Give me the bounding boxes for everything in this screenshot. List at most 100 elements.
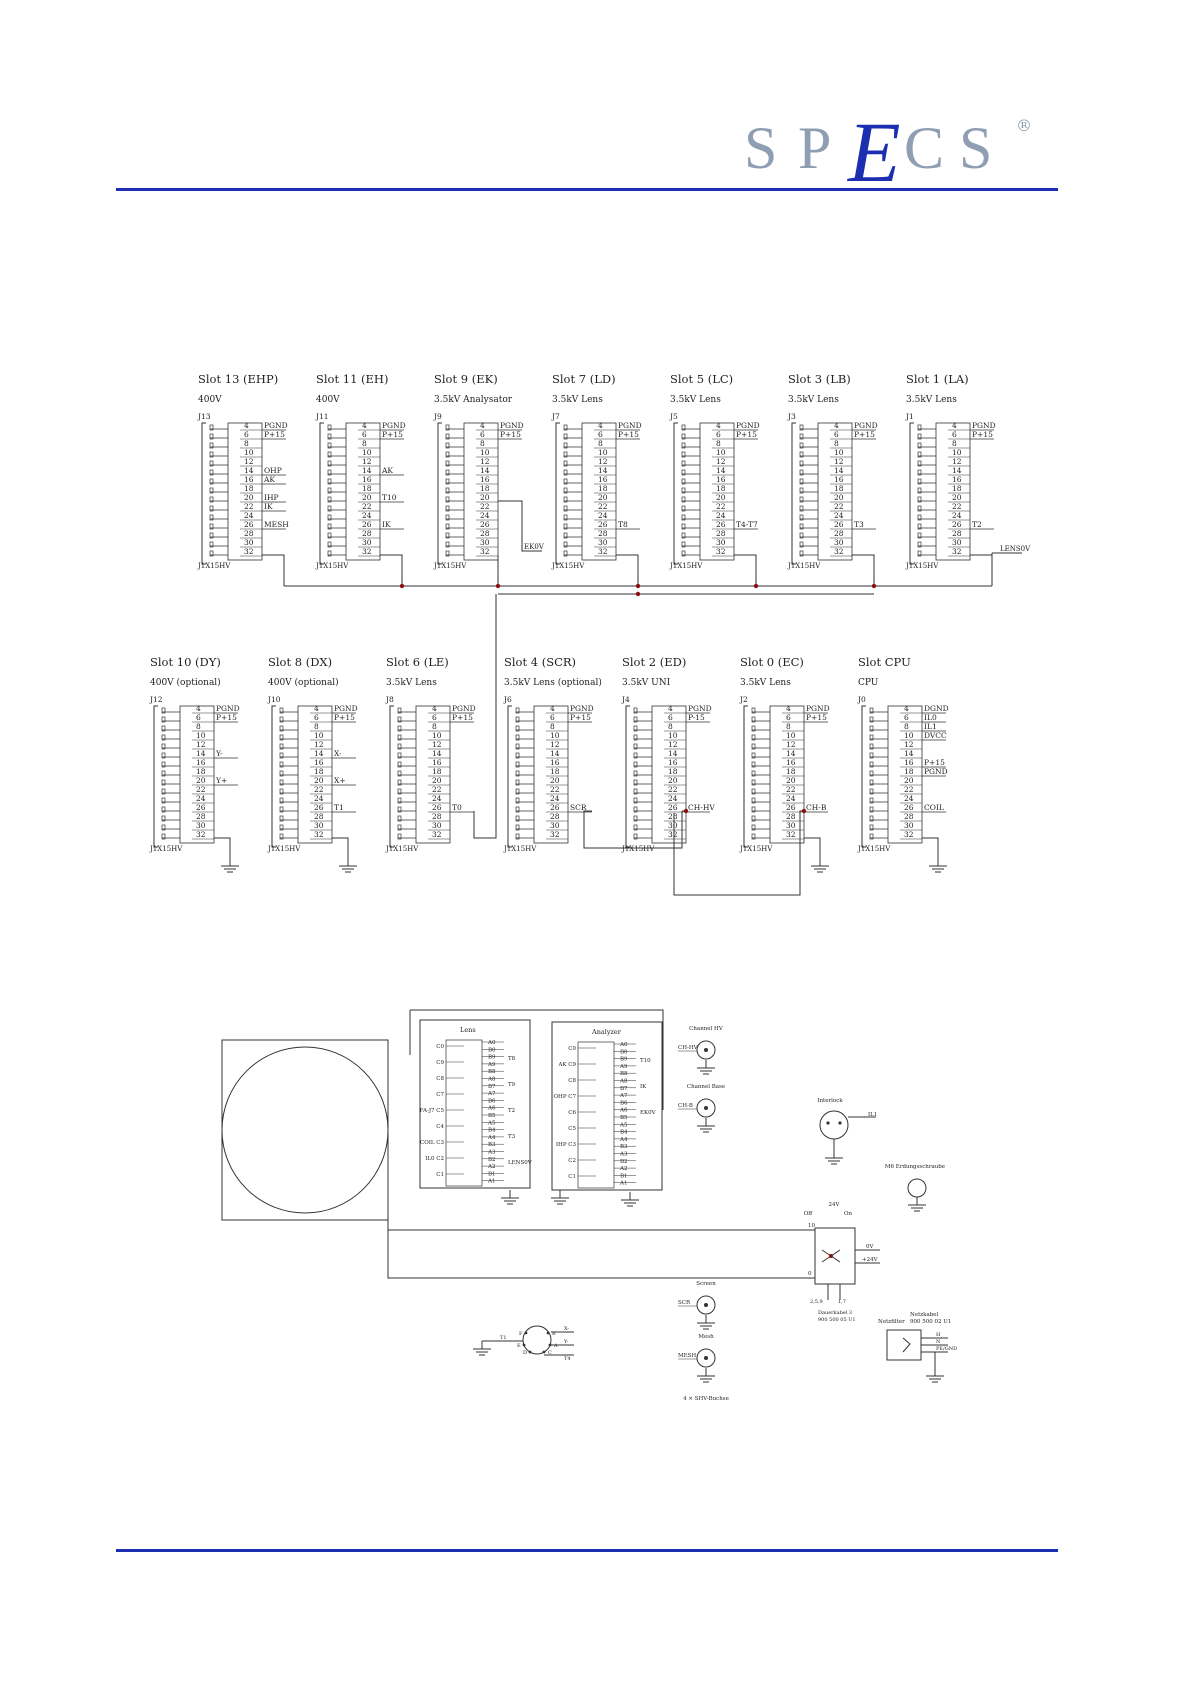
pin-number: 30: [362, 538, 372, 547]
connector-type-label: J1X15HV: [149, 845, 183, 853]
junction-dot: [683, 808, 689, 814]
pin-contact: [445, 487, 450, 494]
pin-contact: [515, 806, 520, 813]
pin-contact: [681, 532, 686, 539]
wire: [473, 594, 497, 839]
wire: [583, 810, 683, 849]
deflector-pin: [542, 1350, 546, 1354]
pin-number: 26: [598, 520, 608, 529]
pin-contact: [917, 541, 922, 548]
pin-number: 8: [786, 722, 791, 731]
connector-type-label: J1X15HV: [621, 845, 655, 853]
pin-contact: [681, 514, 686, 521]
pin-number: 12: [598, 457, 608, 466]
pin-signal-label: SCR: [570, 803, 587, 812]
connector-type-label: J1X15HV: [503, 845, 537, 853]
ground-symbol: [221, 858, 239, 873]
pin-signal-label: OHP: [264, 466, 282, 475]
pin-number: 14: [362, 466, 372, 475]
pin-number: 6: [362, 430, 367, 439]
pin-number: 12: [550, 740, 560, 749]
pin-contact: [751, 707, 756, 714]
pin-contact: [445, 514, 450, 521]
pin-contact: [681, 523, 686, 530]
slot-subtitle: 400V (optional): [150, 677, 221, 688]
pin-column-box: [699, 422, 735, 561]
block-title: Analyzer: [591, 1028, 622, 1036]
pin-column-box: [415, 705, 451, 844]
pin-signal-label: PGND: [334, 704, 358, 713]
pin-number: 26: [716, 520, 726, 529]
pin-contact: [799, 433, 804, 440]
pin-contact: [917, 469, 922, 476]
pin-number: 28: [432, 812, 442, 821]
wire: [902, 1337, 911, 1353]
pin-signal-label: P+15: [452, 713, 473, 722]
pin-number: 12: [432, 740, 442, 749]
pin-number: 8: [904, 722, 909, 731]
shv-footer-label: 4 × SHV-Buchse: [683, 1396, 729, 1402]
pin-column-box: [533, 705, 569, 844]
pin-contact: [563, 541, 568, 548]
deflector-pin-label: B: [552, 1331, 556, 1337]
ground-screw-label: M6 Erdungsschraube: [885, 1164, 945, 1170]
pin-contact: [397, 815, 402, 822]
pin-number: 18: [196, 767, 206, 776]
pin-contact: [633, 779, 638, 786]
logo-letter-s1: S: [744, 115, 778, 181]
pin-contact: [681, 541, 686, 548]
block-note: IK: [640, 1084, 647, 1090]
slot-title: Slot 7 (LD): [552, 372, 616, 386]
block-right-label: B4: [620, 1130, 628, 1136]
pin-number: 28: [598, 529, 608, 538]
mains-pe-label: PE/GND: [936, 1346, 957, 1352]
pin-contact: [161, 716, 166, 723]
pin-number: 32: [668, 830, 678, 839]
pin-contact: [633, 761, 638, 768]
pin-signal-label: COIL: [924, 803, 944, 812]
pin-contact: [633, 743, 638, 750]
pin-number: 20: [598, 493, 608, 502]
block-right-label: B0: [620, 1049, 628, 1055]
pin-number: 28: [480, 529, 490, 538]
pin-number: 12: [668, 740, 678, 749]
pin-contact: [563, 460, 568, 467]
block-right-label: A4: [619, 1137, 628, 1143]
pin-number: 22: [668, 785, 678, 794]
pin-number: 10: [598, 448, 608, 457]
pin-number: 6: [716, 430, 721, 439]
pin-number: 24: [244, 511, 254, 520]
pin-contact: [279, 752, 284, 759]
deflector-pin-label: E: [517, 1343, 521, 1349]
pin-contact: [161, 806, 166, 813]
pin-contact: [751, 824, 756, 831]
junction-dot: [871, 583, 877, 589]
pin-contact: [515, 770, 520, 777]
pin-contact: [869, 734, 874, 741]
pin-number: 16: [244, 475, 254, 484]
pin-signal-label: P+15: [806, 713, 827, 722]
pin-number: 20: [668, 776, 678, 785]
interlock-signal: IL1: [868, 1112, 877, 1118]
shv-title: Screen: [696, 1281, 716, 1287]
switch-part-label: 900 500 05 U1: [818, 1317, 856, 1323]
block-left-label: IL0 C2: [425, 1156, 444, 1162]
pin-contact: [161, 743, 166, 750]
pin-number: 30: [244, 538, 254, 547]
connector-housing: [271, 705, 276, 848]
logo-registered: ®: [1016, 116, 1032, 135]
pin-contact: [681, 424, 686, 431]
pin-signal-label: MESH: [264, 520, 289, 529]
pin-number: 26: [786, 803, 796, 812]
junction-dot: [635, 583, 641, 589]
pin-contact: [397, 824, 402, 831]
pin-number: 18: [480, 484, 490, 493]
pin-signal-label: T4-T7: [736, 520, 758, 529]
pin-number: 28: [716, 529, 726, 538]
pin-number: 22: [716, 502, 726, 511]
block-note: T3: [508, 1134, 516, 1140]
shv-title: Channel HV: [689, 1026, 724, 1032]
slot-subtitle: 3.5kV Lens: [740, 678, 791, 688]
ground-symbol: [697, 1315, 715, 1330]
